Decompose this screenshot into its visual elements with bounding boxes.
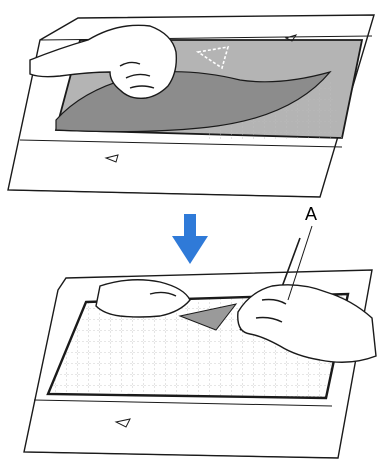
step1-mat bbox=[8, 15, 374, 197]
down-arrow-icon bbox=[172, 214, 208, 264]
callout-label-a: A bbox=[305, 204, 317, 224]
